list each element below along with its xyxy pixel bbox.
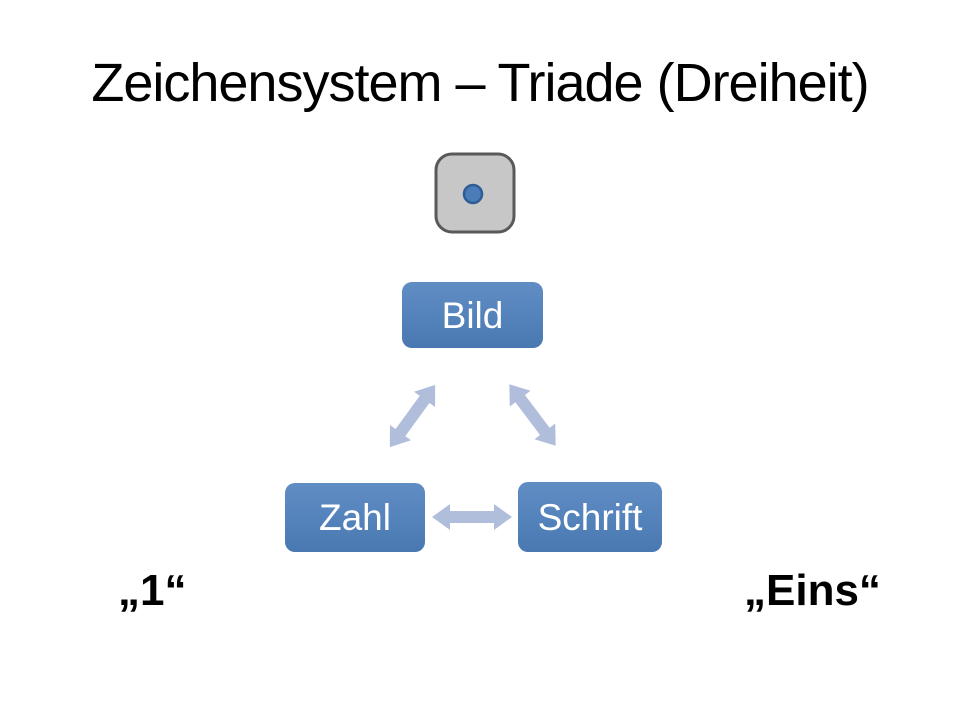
node-zahl-label: Zahl xyxy=(319,497,391,538)
node-bild: Bild xyxy=(402,282,543,348)
node-schrift: Schrift xyxy=(518,482,662,552)
slide-title: Zeichensystem – Triade (Dreiheit) xyxy=(91,53,869,113)
node-zahl: Zahl xyxy=(285,483,425,552)
node-bild-label: Bild xyxy=(441,294,504,336)
node-schrift-label: Schrift xyxy=(537,496,643,538)
arrow-zahl-schrift-icon xyxy=(432,504,512,530)
arrow-bild-schrift-icon xyxy=(509,384,556,446)
caption-word: „Eins“ xyxy=(744,566,881,615)
die-icon xyxy=(434,152,516,234)
caption-number: „1“ xyxy=(118,566,187,615)
arrow-zahl-bild-icon xyxy=(389,384,436,448)
die-pip xyxy=(462,183,484,205)
